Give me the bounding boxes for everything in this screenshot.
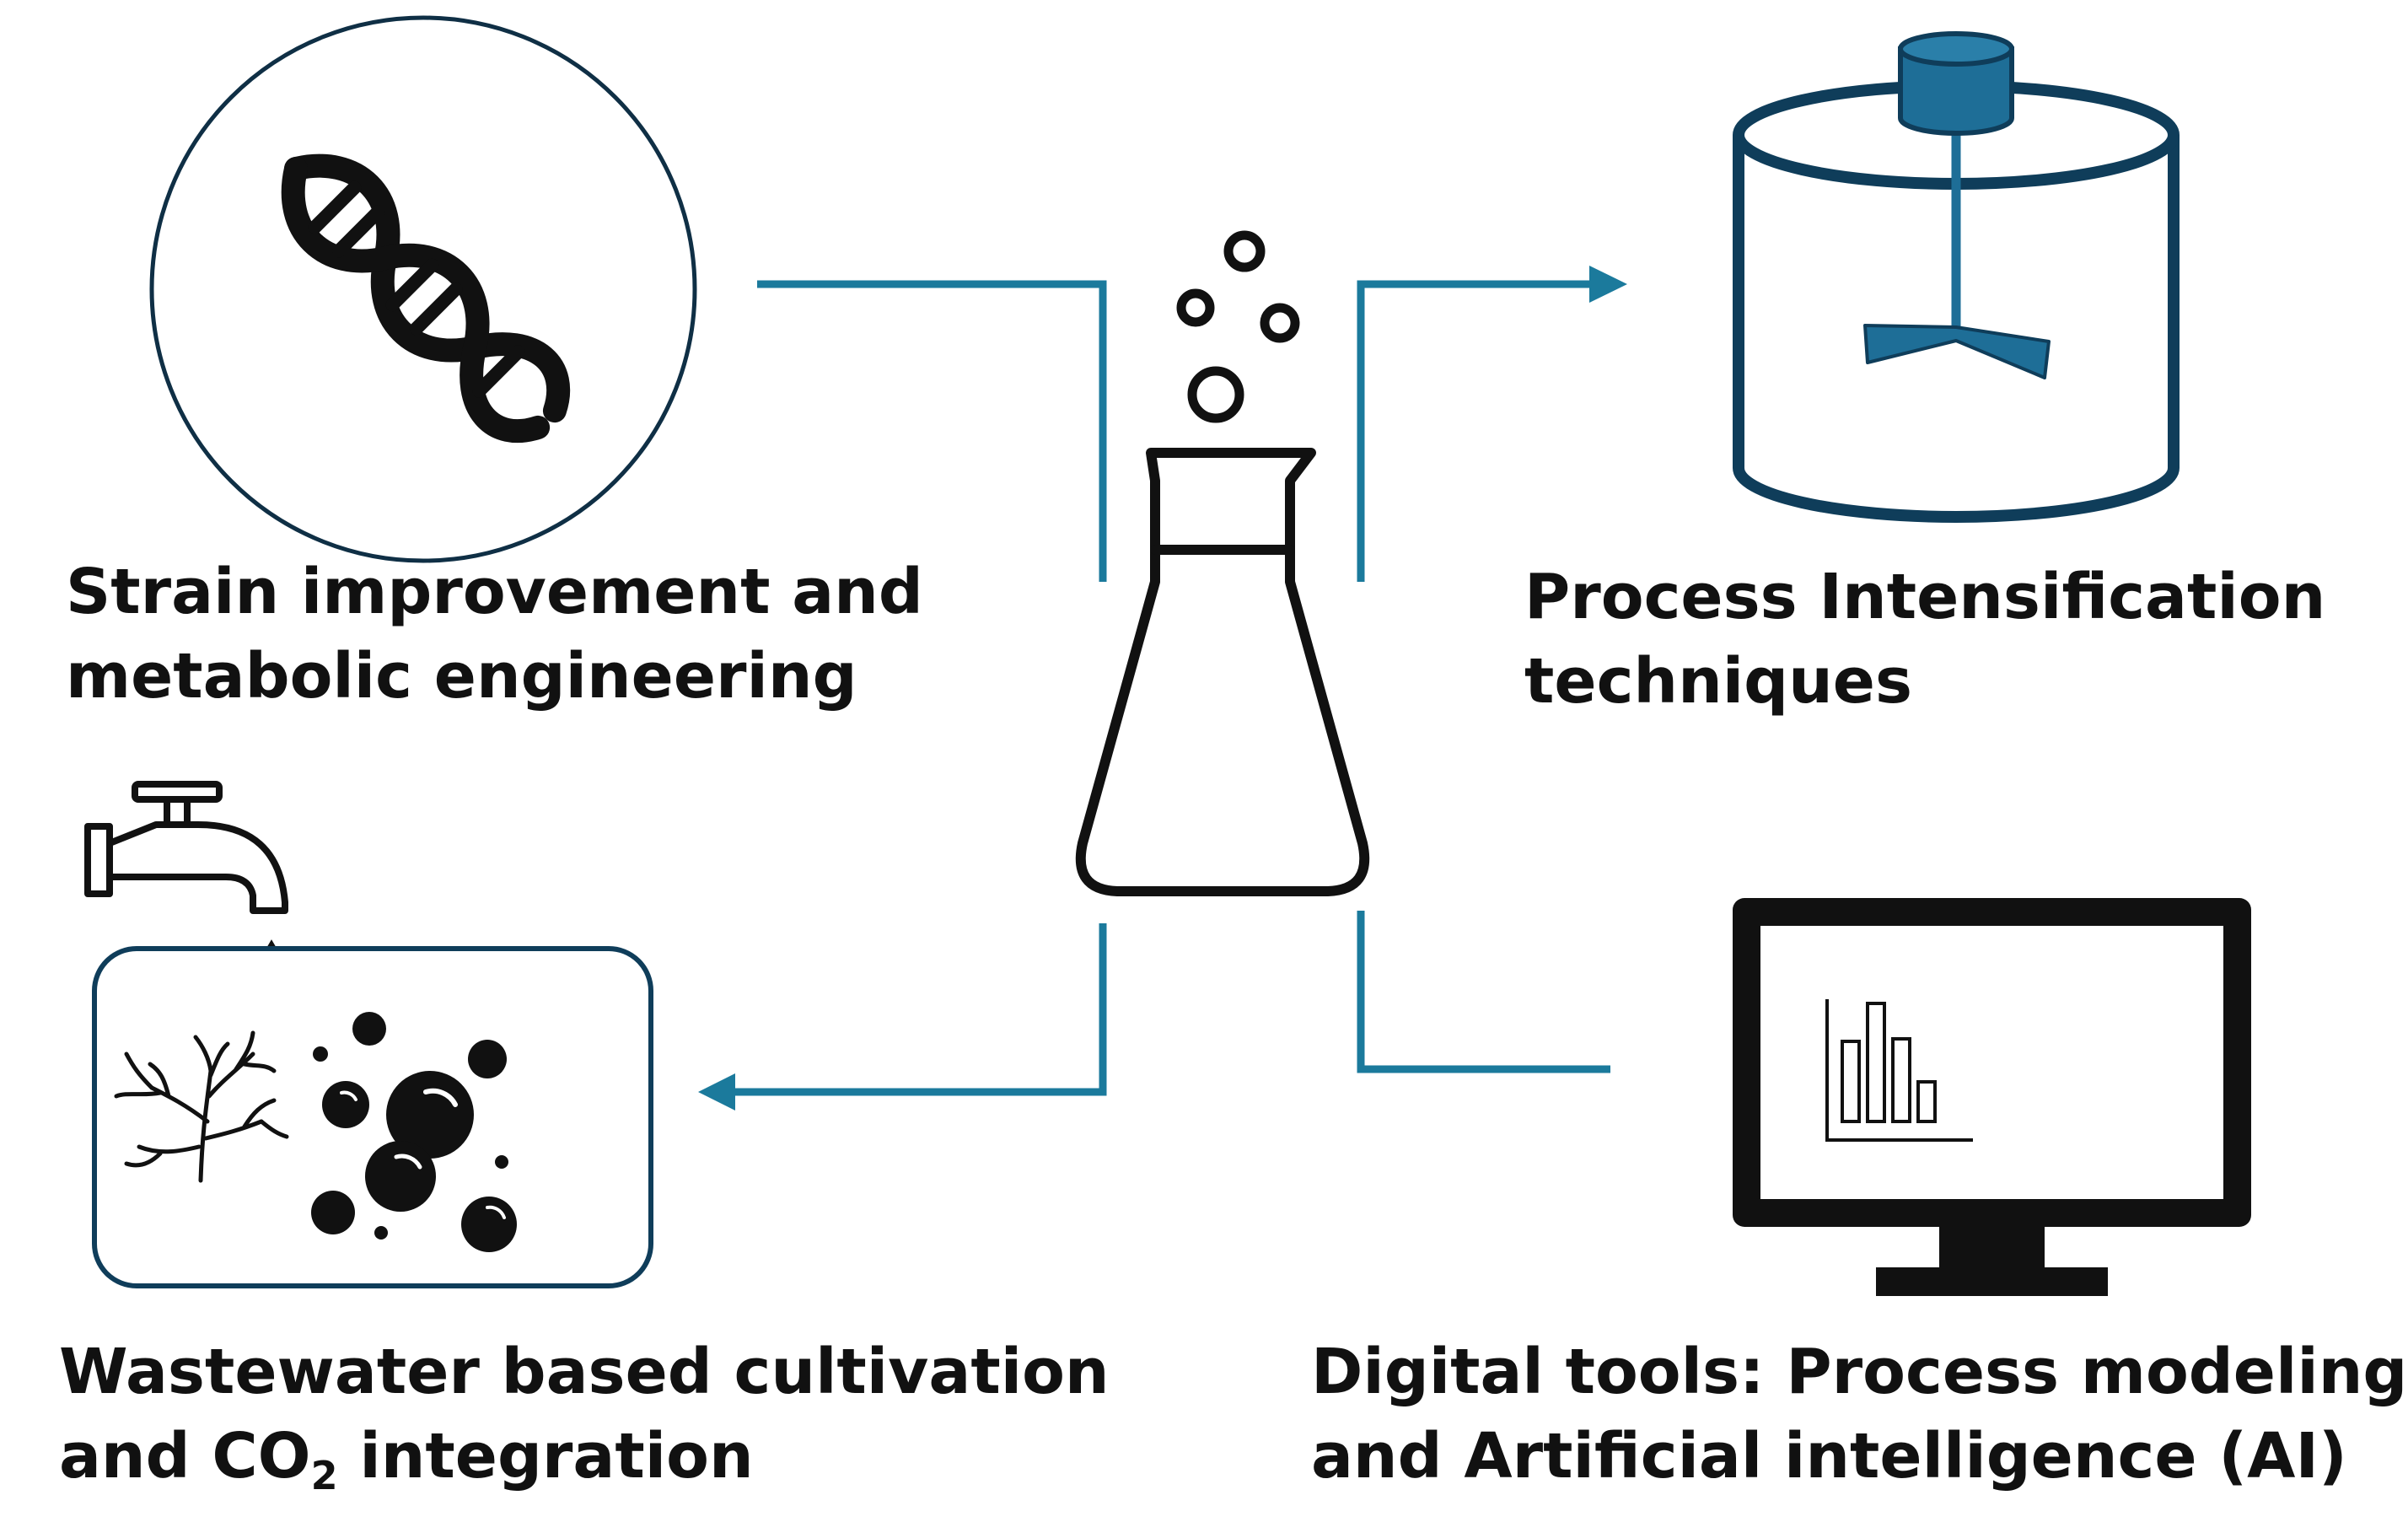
bubble-icon xyxy=(1223,230,1266,272)
dna-strand xyxy=(281,157,551,444)
label-wastewater: Wastewater based cultivation and CO2 int… xyxy=(59,1330,1110,1498)
bubble-icon xyxy=(1260,303,1300,343)
label-wastewater-line2-prefix: and CO xyxy=(59,1420,311,1492)
bubble-icon xyxy=(1176,288,1215,327)
label-process: Process Intensification techniques xyxy=(1524,555,2325,723)
reactor-impeller xyxy=(1863,324,2051,379)
monitor-screen xyxy=(1760,926,2223,1199)
stirred-bioreactor-icon xyxy=(1733,31,2180,523)
faucet-icon xyxy=(84,781,288,914)
dna-rung xyxy=(385,258,439,312)
connector-flask-to-process xyxy=(1357,280,1594,582)
connector-flask-to-wastewater xyxy=(734,923,1107,1096)
dna-strand xyxy=(284,153,571,423)
dna-circle-border xyxy=(149,15,697,563)
label-strain-line2: metabolic engineering xyxy=(66,640,857,713)
bubbles-group xyxy=(311,1012,517,1252)
label-strain-line1: Strain improvement and xyxy=(66,556,923,628)
faucet-algae-tank-icon xyxy=(84,781,653,1288)
label-wastewater-line2-sub: 2 xyxy=(310,1453,338,1498)
connectors xyxy=(698,266,1627,1111)
reactor-motor xyxy=(1898,31,2014,136)
dna-rung xyxy=(409,282,463,336)
label-process-line2: techniques xyxy=(1524,645,1913,718)
label-wastewater-line1: Wastewater based cultivation xyxy=(59,1336,1110,1408)
label-wastewater-line2-suffix: integration xyxy=(337,1420,754,1492)
connector-flask-to-digital xyxy=(1357,911,1610,1073)
cultivation-tank xyxy=(92,946,653,1288)
algae-icon xyxy=(114,1030,289,1183)
bubble-icon xyxy=(1187,366,1244,423)
label-strain: Strain improvement and metabolic enginee… xyxy=(66,550,923,718)
flask-body xyxy=(1075,448,1370,896)
dna-rung xyxy=(472,345,525,398)
monitor-stand xyxy=(1876,1267,2108,1296)
label-digital-line2: and Artificial intelligence (AI) xyxy=(1311,1420,2347,1492)
dna-rung xyxy=(308,180,362,234)
label-process-line1: Process Intensification xyxy=(1524,561,2326,633)
monitor-bar-chart-icon xyxy=(1733,898,2251,1296)
dna-helix-icon xyxy=(149,15,697,563)
arrowhead-process xyxy=(1589,266,1627,303)
label-digital: Digital tools: Process modeling and Arti… xyxy=(1311,1330,2407,1498)
arrowhead-wastewater xyxy=(698,1073,735,1111)
bar-chart-icon xyxy=(1825,999,1973,1142)
dna-rung xyxy=(331,204,385,258)
label-digital-line1: Digital tools: Process modeling xyxy=(1311,1336,2408,1408)
monitor-neck xyxy=(1939,1227,2045,1269)
connector-strain-to-flask xyxy=(757,280,1107,582)
erlenmeyer-flask-icon xyxy=(1075,230,1370,896)
label-wastewater-line2: and CO2 integration xyxy=(59,1414,1110,1498)
